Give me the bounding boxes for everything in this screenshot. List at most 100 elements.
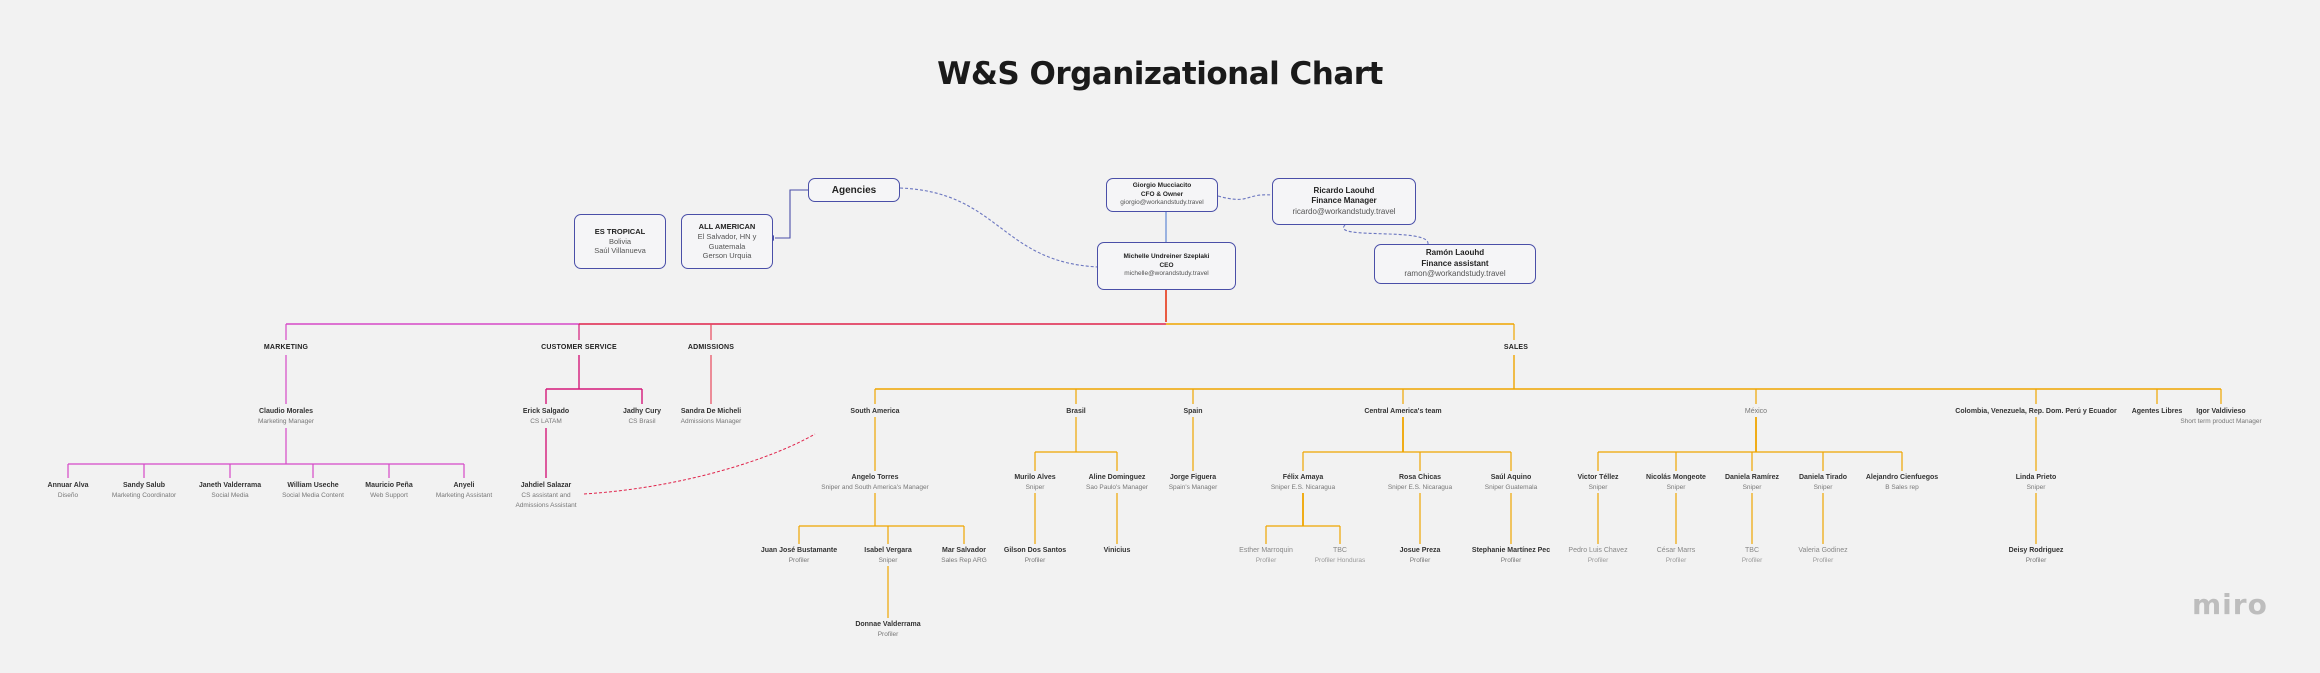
region-name: Colombia, Venezuela, Rep. Dom. Perú y Ec…: [1955, 408, 2117, 415]
person-role: B Sales rep: [1885, 484, 1919, 492]
person-name: Angelo Torres: [851, 474, 899, 481]
person-role: CS LATAM: [530, 418, 562, 426]
person-name: Sandy Salub: [122, 482, 165, 489]
all-american-line: Guatemala: [708, 241, 746, 251]
person-name: Esther Marroquin: [1239, 547, 1293, 554]
person-name: William Useche: [287, 482, 339, 489]
miro-logo: miro: [2192, 588, 2268, 621]
giorgio-box[interactable]: Giorgio Mucciacito CFO & Owner giorgio@w…: [1106, 178, 1218, 212]
person-name: Igor Valdivieso: [2196, 408, 2246, 415]
person-name: Murilo Alves: [1014, 474, 1056, 481]
person-role: Sales Rep ARG: [941, 557, 987, 565]
all-american-box[interactable]: ALL AMERICAN El Salvador, HN y Guatemala…: [681, 214, 773, 269]
person-role: Sniper: [1666, 484, 1686, 492]
ricardo-email: ricardo@workandstudy.travel: [1292, 206, 1396, 216]
person-role: Web Support: [370, 492, 408, 500]
person-name: Linda Prieto: [2015, 474, 2057, 481]
person-name: Pedro Luis Chavez: [1568, 547, 1628, 554]
person-role: Profiler: [1665, 557, 1687, 565]
person-name: Nicolás Mongeote: [1646, 474, 1706, 481]
all-american-name: ALL AMERICAN: [698, 222, 756, 231]
person-role: Profiler: [1812, 557, 1834, 565]
region-central-america: Central America's team: [1364, 407, 1441, 417]
person-name: Aline Dominguez: [1088, 474, 1146, 481]
region-name: Central America's team: [1364, 408, 1442, 415]
person-name: Annuar Alva: [47, 482, 89, 489]
person-name: Gilson Dos Santos: [1003, 547, 1067, 554]
person-role: Sniper E.S. Nicaragua: [1270, 484, 1336, 492]
person-name: Claudio Morales: [258, 408, 314, 415]
person-role: Profiler: [1024, 557, 1046, 565]
es-tropical-line: Saúl Villanueva: [594, 246, 646, 256]
giorgio-email: giorgio@workandstudy.travel: [1120, 199, 1204, 207]
person-role: Admissions Assistant: [515, 501, 577, 509]
person-name: Vinicius: [1103, 547, 1131, 554]
ramon-box[interactable]: Ramón Laouhd Finance assistant ramon@wor…: [1374, 244, 1536, 284]
ramon-email: ramon@workandstudy.travel: [1404, 269, 1506, 279]
ricardo-box[interactable]: Ricardo Laouhd Finance Manager ricardo@w…: [1272, 178, 1416, 225]
ricardo-name: Ricardo Laouhd: [1313, 185, 1375, 195]
michelle-email: michelle@worandstudy.travel: [1124, 270, 1209, 278]
section-sales: SALES: [1503, 344, 1529, 351]
person-name: TBC: [1332, 547, 1347, 554]
section-customer-service: CUSTOMER SERVICE: [541, 344, 617, 351]
person-role: Sniper: [878, 557, 898, 565]
person-name: Donnae Valderrama: [855, 621, 921, 628]
michelle-role: CEO: [1159, 261, 1174, 269]
es-tropical-line: Bolivia: [608, 236, 632, 246]
es-tropical-box[interactable]: ES TROPICAL Bolivia Saúl Villanueva: [574, 214, 666, 269]
person-alejandro: Alejandro Cienfuegos B Sales rep: [1866, 473, 1938, 493]
region-agentes-libres: Agentes Libres: [2132, 407, 2183, 417]
region-name: South America: [850, 408, 900, 415]
person-name: Victor Téllez: [1577, 474, 1619, 481]
page-title: W&S Organizational Chart: [937, 56, 1383, 92]
giorgio-name: Giorgio Mucciacito: [1132, 182, 1192, 190]
person-name: Rosa Chicas: [1398, 474, 1442, 481]
region-name: Brasil: [1066, 408, 1086, 415]
region-name: Agentes Libres: [2131, 408, 2183, 415]
person-name: Alejandro Cienfuegos: [1865, 474, 1939, 481]
es-tropical-name: ES TROPICAL: [594, 226, 646, 236]
person-name: Jahdiel Salazar: [520, 482, 572, 489]
person-role: Sniper: [1588, 484, 1608, 492]
person-name: Daniela Ramírez: [1724, 474, 1780, 481]
person-name: TBC: [1745, 547, 1759, 554]
michelle-box[interactable]: Michelle Undreiner Szeplaki CEO michelle…: [1097, 242, 1236, 290]
giorgio-role: CFO & Owner: [1140, 190, 1184, 198]
person-role: Marketing Manager: [258, 418, 314, 426]
person-role: Social Media: [211, 492, 249, 500]
person-name: Jorge Figuera: [1169, 474, 1217, 481]
person-name: Sandra De Micheli: [680, 408, 742, 415]
person-role: Profiler: [2025, 557, 2047, 565]
agencies-label: Agencies: [831, 184, 877, 196]
person-vinicius: Vinicius: [1104, 546, 1131, 556]
ricardo-role: Finance Manager: [1311, 196, 1377, 206]
agencies-box[interactable]: Agencies: [808, 178, 900, 202]
region-spain: Spain: [1183, 407, 1202, 417]
